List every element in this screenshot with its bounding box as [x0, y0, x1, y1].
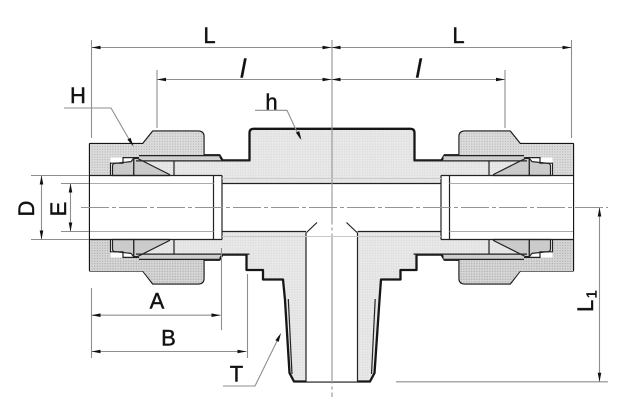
svg-text:L: L [573, 300, 598, 312]
svg-text:E: E [46, 202, 71, 217]
svg-text:L: L [452, 23, 464, 48]
svg-text:A: A [150, 289, 165, 314]
svg-text:l: l [416, 54, 423, 84]
svg-text:1: 1 [584, 290, 601, 298]
svg-text:h: h [265, 89, 277, 114]
svg-text:T: T [230, 362, 243, 387]
svg-text:B: B [161, 326, 176, 351]
svg-text:L: L [203, 23, 215, 48]
svg-text:H: H [70, 83, 86, 108]
svg-text:D: D [14, 201, 39, 217]
svg-text:l: l [240, 54, 247, 84]
